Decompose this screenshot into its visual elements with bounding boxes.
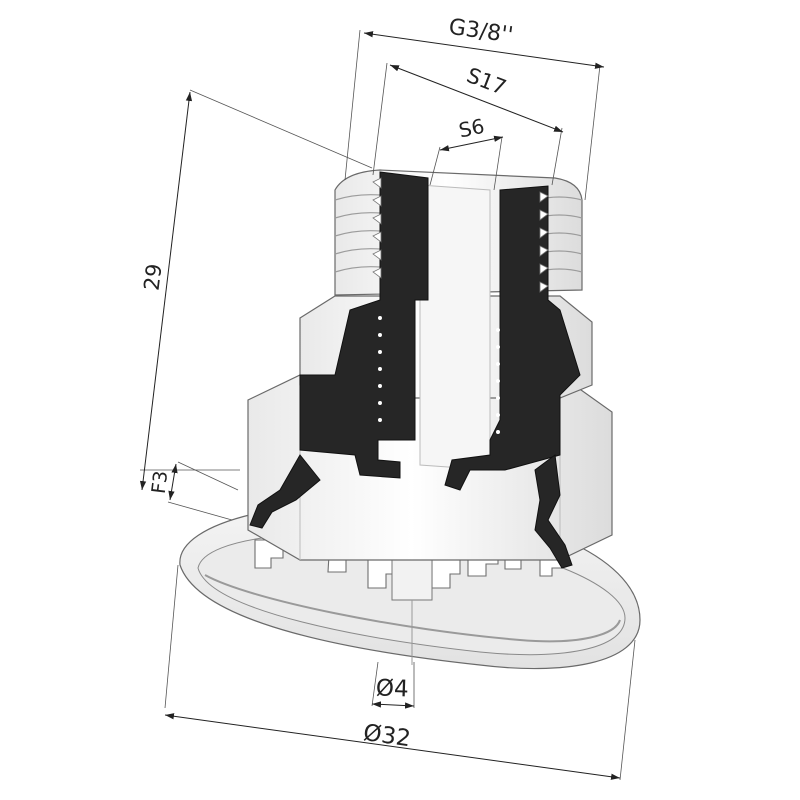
height-label: 29 [140, 262, 167, 291]
clip-lip-left [249, 454, 321, 529]
section-cut-left [299, 171, 429, 479]
bore-diameter-label: Ø4 [375, 675, 409, 702]
hex-large-label: S17 [464, 63, 510, 100]
lip-height-label: F3 [148, 469, 173, 495]
section-cut-right [444, 185, 581, 491]
cup-diameter-label: Ø32 [362, 720, 413, 752]
suction-cup-rim-shadow [204, 574, 621, 643]
thread-size-label: G3/8'' [447, 15, 514, 49]
through-hole [419, 184, 491, 471]
clip-lip-right [534, 454, 573, 569]
section-thread-teeth [372, 177, 549, 293]
hex-small-label: S6 [457, 114, 487, 143]
vacuum-cup-part [179, 169, 641, 670]
inner-thread-marks [378, 316, 500, 434]
